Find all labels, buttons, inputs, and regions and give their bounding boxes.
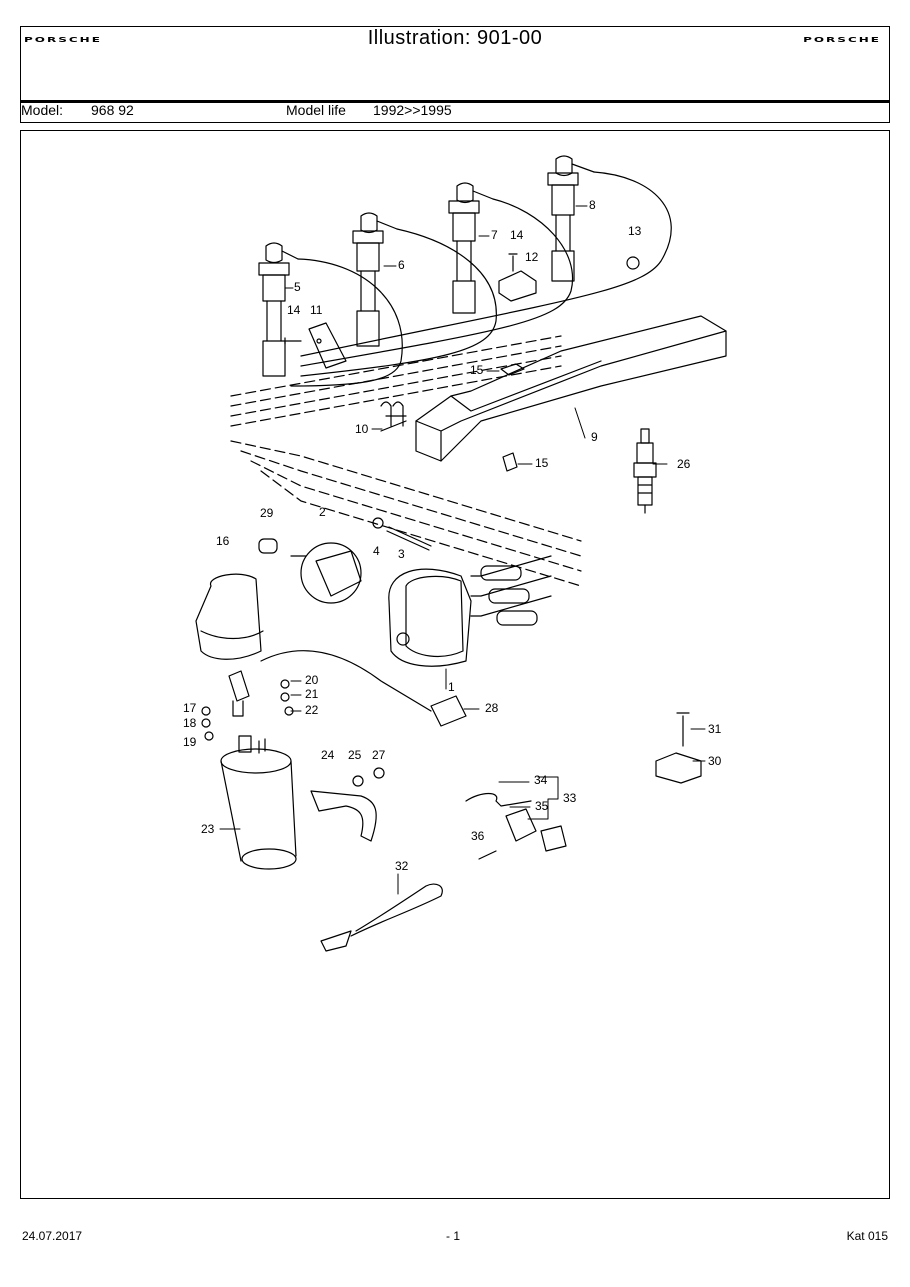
spark-plug-cover	[415, 315, 727, 462]
clip-15-upper	[500, 363, 525, 376]
label-5: 5	[294, 280, 301, 294]
label-25: 25	[348, 748, 362, 762]
lead-bundle	[230, 335, 562, 427]
nut-17	[201, 706, 211, 716]
label-34: 34	[534, 773, 548, 787]
label-19: 19	[183, 735, 197, 749]
header-box: PORSCHE Illustration: 901-00 PORSCHE Mod…	[20, 26, 890, 123]
screw-36	[478, 850, 497, 860]
label-10: 10	[355, 422, 369, 436]
holder-11-hole	[316, 338, 322, 344]
label-28: 28	[485, 701, 499, 715]
label-7: 7	[491, 228, 498, 242]
porsche-logo-right: PORSCHE	[803, 36, 881, 44]
clamp-13	[626, 256, 640, 270]
harness-32	[350, 883, 443, 937]
label-14a: 14	[287, 303, 301, 317]
label-4: 4	[373, 544, 380, 558]
washer-25	[352, 775, 364, 787]
bracket-24	[310, 790, 377, 842]
model-life-label: Model life	[286, 102, 346, 118]
washer-21	[280, 692, 290, 702]
cap-16	[195, 573, 264, 660]
model-value: 968 92	[91, 102, 134, 118]
nut-4	[372, 517, 384, 529]
coil-lead-boot	[228, 670, 250, 717]
label-14b: 14	[510, 228, 524, 242]
label-9: 9	[591, 430, 598, 444]
clip-10	[380, 401, 407, 432]
label-12: 12	[525, 250, 539, 264]
holder-11	[308, 322, 347, 369]
exploded-parts-diagram: 1 2 3 4 5 6 7 8 9 10 11 12 13 14 14 15 1…	[183, 155, 727, 952]
knock-sensor-30	[655, 752, 702, 784]
rotor-2	[290, 542, 362, 604]
bush-29	[258, 538, 278, 554]
label-30: 30	[708, 754, 722, 768]
label-2: 2	[319, 505, 326, 519]
model-life-value: 1992>>1995	[373, 102, 452, 118]
holder-12	[498, 270, 537, 302]
label-26: 26	[677, 457, 691, 471]
footer-page-number: - 1	[446, 1229, 461, 1243]
distributor-cap-1	[388, 555, 552, 667]
label-8: 8	[589, 198, 596, 212]
label-3: 3	[398, 547, 405, 561]
label-13: 13	[628, 224, 642, 238]
lead-bundle-lower	[230, 440, 582, 587]
model-label: Model:	[21, 102, 64, 118]
nut-27	[373, 767, 385, 779]
ignition-lead-5	[258, 242, 403, 387]
footer-date: 24.07.2017	[22, 1229, 83, 1243]
washer-18	[201, 718, 211, 728]
coil-lead-28	[260, 650, 432, 712]
wire-34	[465, 792, 532, 807]
drawing-box: 1 2 3 4 5 6 7 8 9 10 11 12 13 14 14 15 1…	[20, 130, 890, 1199]
label-1: 1	[448, 680, 455, 694]
porsche-logo-left: PORSCHE	[24, 36, 102, 44]
part-labels: 1 2 3 4 5 6 7 8 9 10 11 12 13 14 14 15 1…	[183, 198, 722, 873]
label-16: 16	[216, 534, 230, 548]
label-32: 32	[395, 859, 409, 873]
washer-19	[204, 731, 214, 741]
label-27: 27	[372, 748, 386, 762]
plug-32	[320, 930, 352, 952]
page-title: Illustration: 901-00	[367, 27, 543, 49]
spark-plug-26	[633, 428, 657, 514]
label-15a: 15	[470, 363, 484, 377]
lead-end-28	[430, 695, 467, 727]
connector-33	[540, 825, 567, 852]
label-21: 21	[305, 687, 319, 701]
ignition-coil-23	[220, 735, 297, 870]
label-22: 22	[305, 703, 319, 717]
header-divider	[21, 100, 889, 103]
clip-15-lower	[502, 452, 518, 472]
bolt-31	[676, 712, 690, 747]
label-20: 20	[305, 673, 319, 687]
sensor-35	[505, 808, 537, 842]
leader-lines	[219, 205, 706, 895]
bolt-3	[386, 526, 432, 551]
label-18: 18	[183, 716, 197, 730]
footer-catalog: Kat 015	[846, 1229, 888, 1243]
ignition-lead-8	[300, 155, 672, 357]
label-35: 35	[535, 799, 549, 813]
screw-14-left	[284, 337, 302, 345]
label-24: 24	[321, 748, 335, 762]
ignition-lead-6	[300, 212, 497, 377]
label-11: 11	[310, 303, 323, 317]
ignition-lead-7	[300, 182, 574, 367]
nut-20	[280, 679, 290, 689]
label-6: 6	[398, 258, 405, 272]
label-15b: 15	[535, 456, 549, 470]
screw-14-right	[508, 253, 518, 272]
label-23: 23	[201, 822, 215, 836]
label-31: 31	[708, 722, 722, 736]
label-29: 29	[260, 506, 274, 520]
label-36: 36	[471, 829, 485, 843]
label-17: 17	[183, 701, 197, 715]
label-33: 33	[563, 791, 577, 805]
